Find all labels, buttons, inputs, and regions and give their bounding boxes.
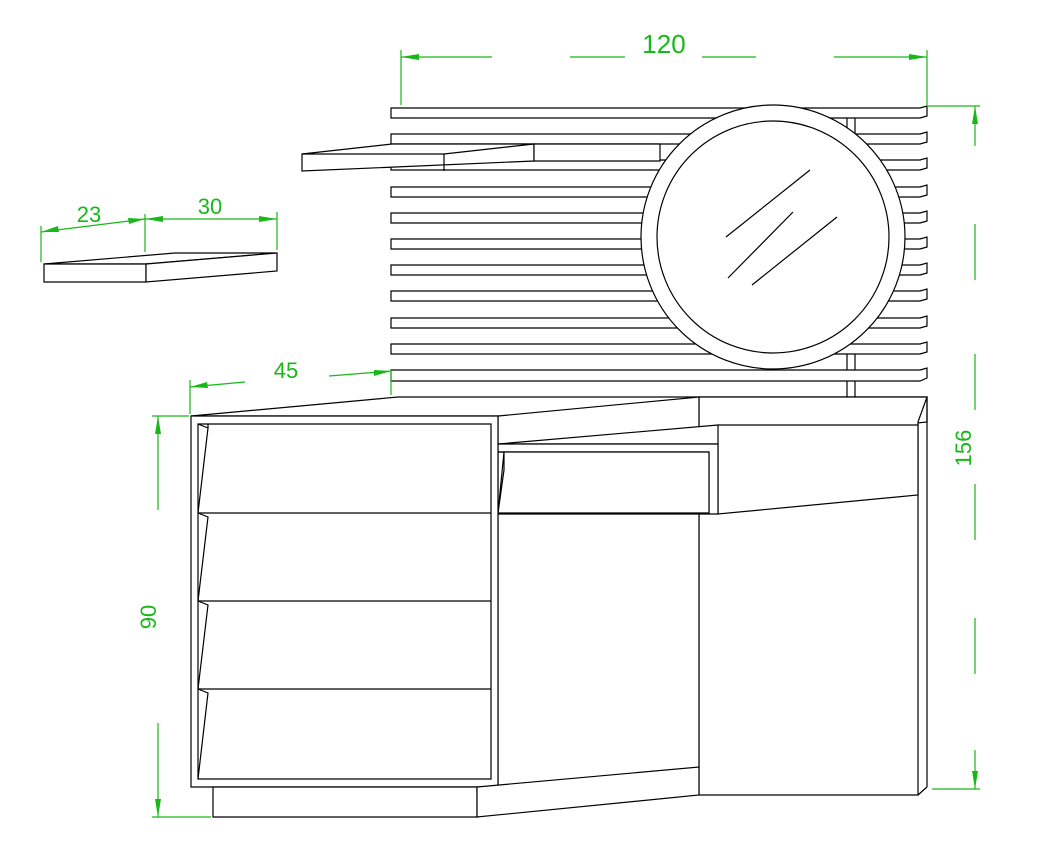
shelf-detail [43,252,278,283]
dimension-cabinet-height: 90 [136,415,211,818]
dimension-shelf-depth: 23 [40,202,146,262]
dimension-label-shelf-depth: 23 [77,202,101,227]
mirror-reflection [727,211,794,279]
dimension-label-cabinet-depth: 45 [274,358,298,383]
dimension-shelf-width: 30 [145,194,278,250]
plinth [212,786,478,818]
dimension-top-width: 120 [400,29,928,105]
dimension-overall-height: 156 [927,105,980,790]
dimension-label-overall-height: 156 [951,430,976,467]
dimension-label-cabinet-height: 90 [136,605,161,629]
wall-slat [390,105,928,119]
dimension-cabinet-depth: 45 [189,358,392,414]
dimension-label-shelf-width: 30 [198,194,222,219]
wall-shelf [301,143,661,172]
vanity-cabinet [190,396,928,818]
mirror-glass [656,120,890,354]
round-mirror [640,104,906,370]
dimension-label-top-width: 120 [642,29,685,59]
mirror-reflection [751,216,838,286]
mirror-reflection [725,169,811,238]
